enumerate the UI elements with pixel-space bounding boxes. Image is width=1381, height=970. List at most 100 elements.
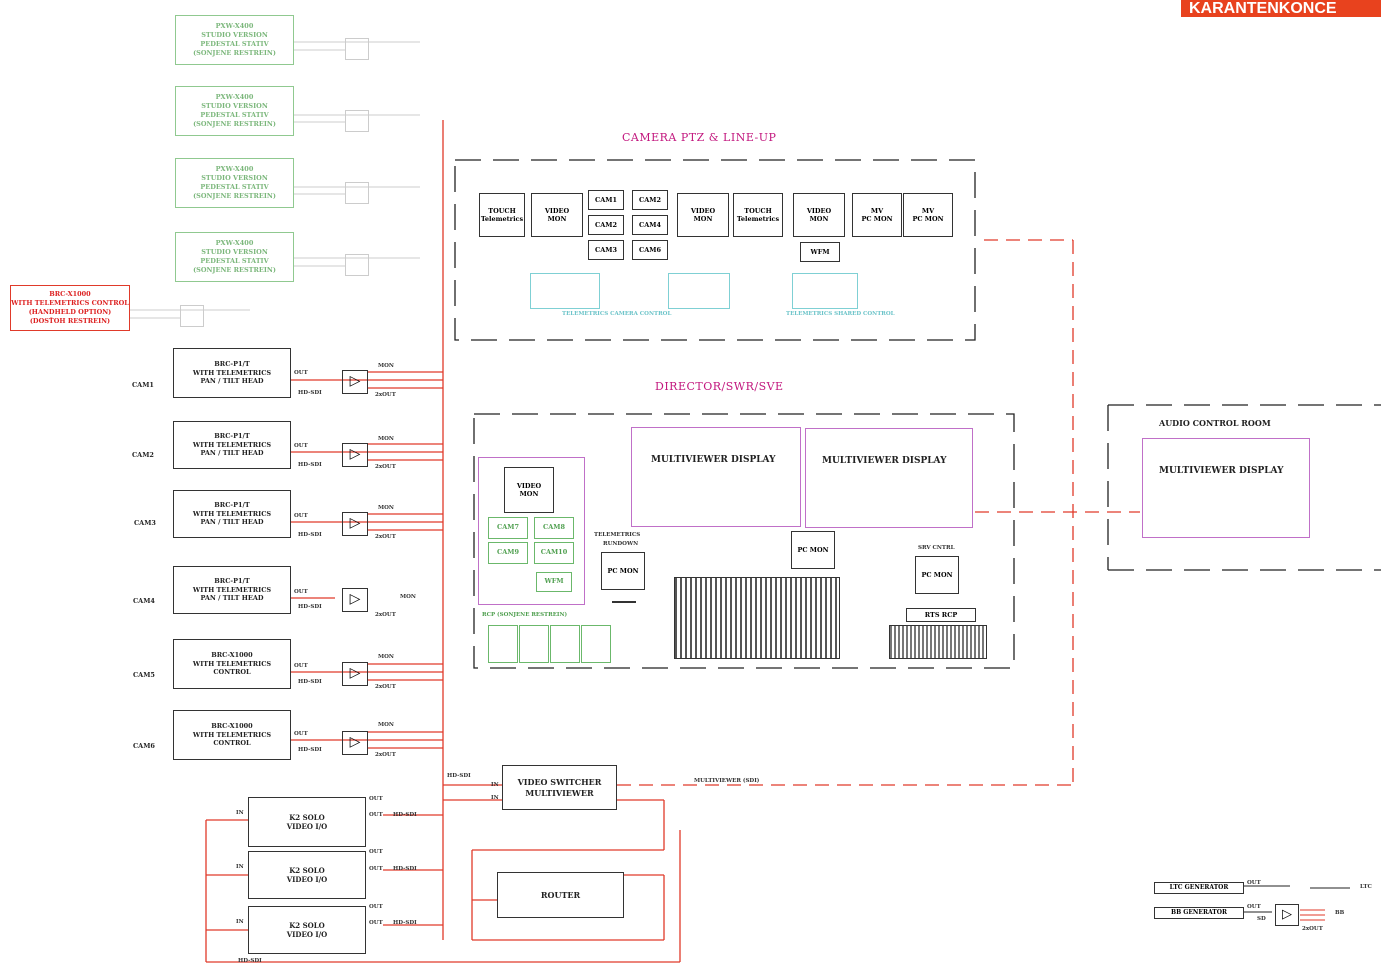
faded-amplifier-icon	[180, 305, 204, 327]
camera-label: CAM5	[133, 671, 155, 679]
handheld-camera-unit: BRC-X1000 WITH TELEMETRICS CONTROL (HAND…	[10, 285, 130, 331]
telemetrics-rundown-label-1: TELEMETRICS	[594, 532, 641, 538]
camera-label: CAM2	[132, 451, 154, 459]
unit-line: (HANDHELD OPTION)	[28, 308, 112, 316]
unit-line: WITH TELEMETRICS CONTROL	[11, 299, 129, 308]
camera-label: CAM3	[134, 519, 156, 527]
hdsdi-input-label: HD-SDI	[447, 773, 471, 779]
unit-line: STUDIO VERSION	[201, 247, 268, 256]
port-out-label: OUT	[294, 370, 308, 376]
unit-line: PXW-X400	[215, 164, 254, 173]
port-out-label: OUT	[294, 443, 308, 449]
port-2xout-label: 2xOUT	[375, 752, 396, 758]
unit-line: BRC-X1000	[211, 721, 253, 730]
video-switcher-panel-icon	[674, 577, 840, 659]
bb-label: BB	[1335, 910, 1345, 916]
camera-monitor: CAM2	[588, 215, 624, 235]
unit-line: WITH TELEMETRICS	[192, 509, 272, 518]
unit-line: WITH TELEMETRICS	[192, 368, 272, 377]
camera-monitor: CAM8	[534, 517, 574, 539]
port-in-label: IN	[491, 795, 499, 801]
camera-monitor: CAM9	[488, 542, 528, 564]
section-title-camera-ptz: CAMERA PTZ & LINE-UP	[622, 131, 777, 144]
port-hdsdi-label: HD-SDI	[298, 604, 322, 610]
rcp-label: RCP (SONJENE RESTREIN)	[482, 612, 568, 618]
unit-line: MULTIVIEWER	[525, 787, 594, 798]
port-in-label: IN	[236, 919, 244, 925]
port-mon-label: MON	[378, 436, 394, 442]
pc-monitor: PC MON	[601, 552, 645, 590]
k2-solo-box: K2 SOLO VIDEO I/O	[248, 851, 366, 899]
unit-line: MON	[809, 215, 829, 223]
port-hdsdi-label: HD-SDI	[298, 462, 322, 468]
port-2xout-label: 2xOUT	[375, 392, 396, 398]
unit-line: BRC-P1/T	[214, 500, 250, 509]
faded-camera-unit: PXW-X400 STUDIO VERSION PEDESTAL STATIV …	[175, 232, 294, 282]
router-box: ROUTER	[497, 872, 624, 918]
port-out-label: OUT	[294, 663, 308, 669]
camera-monitor: CAM1	[588, 190, 624, 210]
ptz-camera-unit: BRC-P1/T WITH TELEMETRICS PAN / TILT HEA…	[173, 490, 291, 538]
srv-cntrl-label: SRV CNTRL	[918, 545, 955, 551]
port-mon-label: MON	[378, 363, 394, 369]
unit-line: TOUCH	[488, 206, 516, 215]
publisher-badge: KARANTENKONCE	[1181, 0, 1381, 17]
telemetrics-rundown-label-2: RUNDOWN	[603, 541, 639, 547]
section-title-director: DIRECTOR/SWR/SVE	[655, 380, 784, 393]
unit-line: VIDEO	[544, 206, 570, 215]
multiviewer-display-label: MULTIVIEWER DISPLAY	[822, 456, 947, 466]
amplifier-icon: ▷	[1275, 904, 1299, 926]
monitor-stand-icon	[612, 593, 636, 603]
unit-line: PAN / TILT HEAD	[200, 518, 264, 527]
camera-label: CAM4	[133, 597, 155, 605]
multiviewer-display	[805, 428, 973, 528]
port-2xout-label: 2xOUT	[375, 534, 396, 540]
unit-line: (SONJENE RESTREIN)	[193, 266, 276, 275]
unit-line: PAN / TILT HEAD	[200, 594, 264, 603]
unit-line: MON	[693, 215, 713, 223]
camera-label: CAM6	[133, 742, 155, 750]
camera-monitor: CAM6	[632, 240, 668, 260]
section-title-audio: AUDIO CONTROL ROOM	[1159, 418, 1271, 428]
hdsdi-output-label: HD-SDI	[393, 812, 417, 818]
telemetrics-controller-icon	[792, 273, 858, 309]
unit-line: STUDIO VERSION	[201, 173, 268, 182]
unit-line: K2 SOLO	[289, 865, 325, 875]
unit-line: PEDESTAL STATIV	[200, 111, 269, 119]
port-out-label: OUT	[369, 796, 383, 802]
telemetrics-shared-control-label: TELEMETRICS SHARED CONTROL	[786, 311, 895, 317]
unit-line: PAN / TILT HEAD	[200, 377, 264, 386]
keyboard-icon	[889, 625, 987, 659]
unit-line: BRC-P1/T	[214, 359, 250, 368]
pc-monitor: PC MON	[915, 556, 959, 594]
port-2xout-label: 2xOUT	[375, 464, 396, 470]
faded-amplifier-icon	[345, 182, 369, 204]
pc-monitor: PC MON	[791, 531, 835, 569]
rcp-panel-icon	[550, 625, 580, 663]
unit-line: PEDESTAL STATIV	[200, 183, 269, 191]
multiviewer-display	[631, 427, 801, 527]
ltc-generator-box: LTC GENERATOR	[1154, 882, 1244, 894]
unit-line: VIDEO	[806, 206, 832, 215]
unit-line: (SONJENE RESTREIN)	[193, 192, 276, 201]
unit-line: PEDESTAL STATIV	[200, 257, 269, 265]
faded-amplifier-icon	[345, 254, 369, 276]
port-out-label: OUT	[369, 866, 383, 872]
camera-monitor: CAM4	[632, 215, 668, 235]
ptz-camera-unit: BRC-P1/T WITH TELEMETRICS PAN / TILT HEA…	[173, 348, 291, 398]
ltc-label: LTC	[1360, 884, 1372, 890]
unit-line: PC MON	[861, 215, 893, 223]
unit-line: WITH TELEMETRICS CONTROL	[192, 730, 272, 748]
unit-line: PEDESTAL STATIV	[200, 40, 269, 48]
camera-monitor: CAM3	[588, 240, 624, 260]
faded-amplifier-icon	[345, 38, 369, 60]
camera-monitor: CAM7	[488, 517, 528, 539]
hdsdi-output-label: HD-SDI	[393, 866, 417, 872]
